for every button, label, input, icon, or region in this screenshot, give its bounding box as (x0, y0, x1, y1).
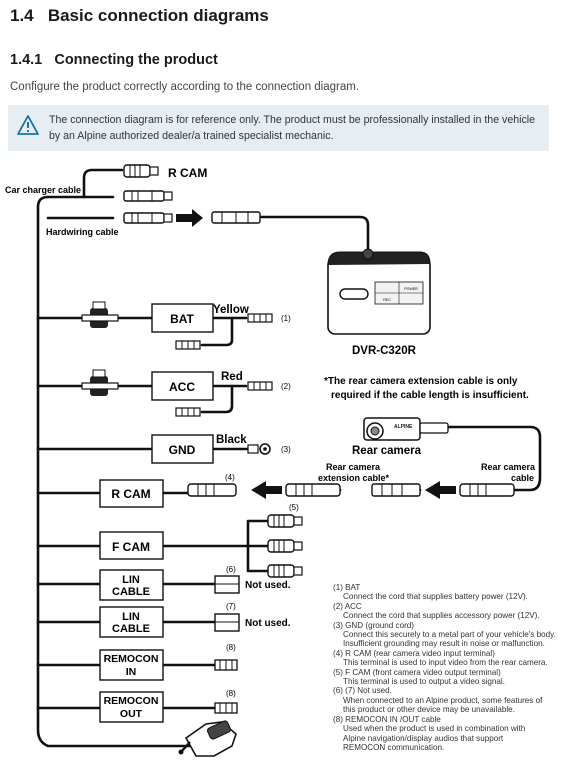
legend-item-description: Insufficient grounding may result in noi… (343, 639, 545, 649)
extension-cable-connector-right (371, 483, 421, 497)
extension-cable-label-1: Rear camera (326, 462, 381, 472)
callout-6: (6) (226, 565, 236, 574)
r-cam-top-label: R CAM (168, 166, 207, 180)
device-model-label: DVR-C320R (352, 345, 417, 357)
car-charger-plug-icon (178, 720, 237, 757)
dvr-device: POWER REC (327, 248, 431, 335)
callout-2: (2) (281, 382, 291, 391)
intro-text: Configure the product correctly accordin… (10, 81, 360, 93)
remocon-in-line1: REMOCON (104, 653, 159, 665)
rear-camera (363, 417, 449, 441)
legend-item-description: Used when the product is used in combina… (343, 724, 526, 734)
rear-note-line2: required if the cable length is insuffic… (331, 390, 529, 401)
legend-item-description: Connect the cord that supplies accessory… (343, 611, 540, 621)
subsection-title: Connecting the product (54, 52, 218, 68)
r-cam-label: R CAM (111, 487, 150, 501)
lin-cable-2-line1: LIN (122, 611, 140, 623)
legend-item-title: (6) (7) Not used. (333, 686, 392, 696)
legend-item-description: When connected to an Alpine product, som… (343, 695, 543, 705)
lin-cable-1-line1: LIN (122, 574, 140, 586)
device-plug (211, 211, 261, 224)
r-cam-top-connector (123, 164, 159, 178)
remocon-in-box (99, 649, 164, 681)
f-cam-box (99, 531, 164, 560)
legend-item-description: REMOCON communication. (343, 742, 445, 752)
rear-camera-cable-label-2: cable (511, 473, 534, 483)
remocon-out-line1: REMOCON (104, 695, 159, 707)
legend-item-description: this product or other device may be unav… (343, 705, 515, 715)
remocon-out-line2: OUT (120, 708, 143, 720)
rear-note-line1: *The rear camera extension cable is only (324, 376, 518, 387)
remocon-out-box (99, 691, 164, 723)
gnd-label: GND (169, 443, 196, 457)
legend-item-title: (5) F CAM (front camera video output ter… (333, 667, 501, 677)
warning-icon (17, 115, 39, 135)
lin-cable-1-line2: CABLE (112, 586, 150, 598)
legend-item-title: (2) ACC (333, 601, 362, 611)
section-heading: 1.4 Basic connection diagrams (10, 6, 269, 26)
arrow-left-icon-2 (251, 481, 282, 499)
rec-button-label: REC (383, 298, 391, 302)
legend-item-title: (3) GND (ground cord) (333, 620, 414, 630)
legend-item-description: This terminal is used to input video fro… (343, 658, 548, 668)
legend-item-description: This terminal is used to output a video … (343, 677, 505, 687)
power-button-label: POWER (404, 287, 418, 291)
r-cam-box (99, 479, 164, 508)
lin-connector-2 (214, 613, 240, 632)
car-charger-cable-label: Car charger cable (5, 185, 81, 195)
black-wire-label: Black (216, 434, 247, 446)
lin-cable-box-2 (99, 606, 164, 638)
rear-camera-cable-connector (459, 483, 515, 497)
callout-5: (5) (289, 503, 299, 512)
not-used-label-1: Not used. (245, 580, 291, 591)
lin-cable-box-1 (99, 569, 164, 601)
extension-cable-label-2: extension cable* (318, 473, 390, 483)
acc-box (151, 371, 214, 401)
not-used-label-2: Not used. (245, 618, 291, 629)
callout-7: (7) (226, 602, 236, 611)
bat-box (151, 303, 214, 333)
section-number: 1.4 (10, 6, 34, 25)
f-cam-label: F CAM (112, 540, 150, 554)
lin-connector-1 (214, 575, 240, 594)
rear-camera-label: Rear camera (352, 445, 422, 457)
f-cam-rca-connectors (267, 514, 303, 578)
note-box: The connection diagram is for reference … (8, 105, 549, 151)
acc-fuse (81, 369, 119, 397)
subsection-number: 1.4.1 (10, 52, 43, 68)
rear-camera-cable-label-1: Rear camera (481, 462, 536, 472)
legend-item-description: Connect this securely to a metal part of… (343, 630, 556, 640)
callout-3: (3) (281, 445, 291, 454)
r-cam-connector (187, 483, 237, 497)
callout-1: (1) (281, 314, 291, 323)
section-title: Basic connection diagrams (47, 6, 269, 25)
arrow-right-icon (176, 209, 203, 227)
legend-item-title: (1) BAT (333, 583, 361, 592)
subsection-heading: 1.4.1 Connecting the product (10, 52, 218, 68)
bat-label: BAT (170, 312, 194, 326)
hardwiring-cable-label: Hardwiring cable (46, 227, 119, 237)
ground-terminal-icon (247, 443, 271, 455)
callout-8b: (8) (226, 689, 236, 698)
remocon-in-line2: IN (126, 666, 137, 678)
bat-fuse (81, 301, 119, 329)
yellow-wire-label: Yellow (213, 304, 249, 316)
legend-item-description: Alpine navigation/display audios that su… (343, 733, 504, 743)
note-text: The connection diagram is for reference … (49, 114, 536, 142)
callout-8a: (8) (226, 643, 236, 652)
legend-item-title: (4) R CAM (rear camera video input termi… (333, 648, 495, 658)
red-wire-label: Red (221, 371, 243, 383)
extension-cable-connector-left (285, 483, 341, 497)
brand-label: ALPINE (394, 424, 413, 430)
lin-cable-2-line2: CABLE (112, 623, 150, 635)
callout-4: (4) (225, 473, 235, 482)
gnd-box (151, 434, 214, 464)
legend-item-title: (8) REMOCON IN /OUT cable (333, 714, 441, 724)
acc-label: ACC (169, 380, 195, 394)
legend-item-description: Connect the cord that supplies battery p… (343, 592, 528, 602)
arrow-left-icon (425, 481, 456, 499)
